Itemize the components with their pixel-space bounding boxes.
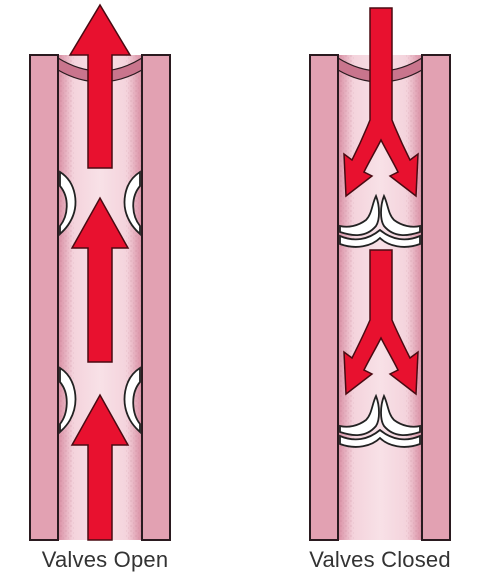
vein-open	[30, 5, 170, 540]
vein-wall-right	[142, 55, 170, 540]
vein-wall-left	[30, 55, 58, 540]
vein-wall-left	[310, 55, 338, 540]
vein-closed	[310, 8, 450, 540]
caption-valves-open: Valves Open	[42, 547, 169, 573]
caption-valves-closed: Valves Closed	[309, 547, 451, 573]
vein-wall-right	[422, 55, 450, 540]
